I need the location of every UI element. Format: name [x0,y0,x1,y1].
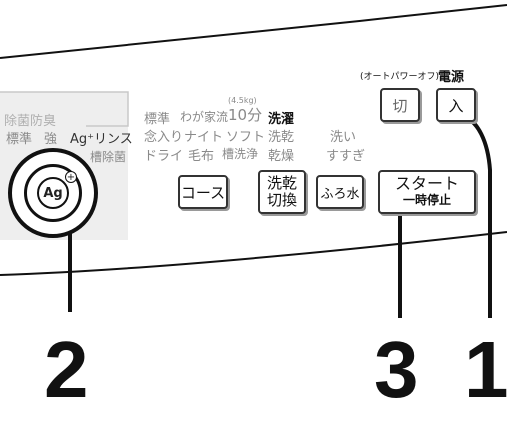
pause-label: 一時停止 [402,193,451,207]
power-label: 電源 [438,70,465,85]
course-blanket: 毛布 [188,149,215,164]
callout-2: 2 [44,325,89,414]
power-on-button[interactable]: 入 [436,88,476,122]
course-thorough: 念入り [144,130,184,145]
option-rinse: すすぎ [326,149,366,164]
course-10min: 10分 [228,106,263,124]
bath-water-label: ふろ水 [320,186,360,202]
panel-bottom-edge [0,231,507,276]
course-night: ナイト [184,130,224,145]
course-tub-clean: 槽洗浄 [222,147,259,161]
leader-line-1 [461,114,492,318]
course-soft: ソフト [226,130,266,145]
left-panel-tab [0,91,129,127]
start-pause-button[interactable]: スタート 一時停止 [378,170,476,214]
callout-1: 1 [464,325,507,414]
ag-button[interactable]: Ag + [8,148,98,238]
ag-rinse-label: Ag⁺リンス [70,132,133,147]
course-my-style: わが家流 [180,110,229,124]
plus-icon: + [65,171,77,183]
ag-icon: Ag [37,177,69,209]
wash-dry-switch-button[interactable]: 洗乾 切換 [258,170,306,214]
auto-power-off-label: (オートパワーオフ) [360,72,440,82]
option-wash: 洗い [330,130,357,145]
power-on-label: 入 [448,96,464,115]
wash-dry-switch-line2: 切換 [266,191,297,209]
mode-wash: 洗濯 [268,112,295,127]
mode-wash-dry: 洗乾 [268,130,295,145]
tub-sterilize-label: 槽除菌 [90,150,127,164]
ag-icon-label: Ag [43,185,63,201]
mode-dry: 乾燥 [268,149,295,164]
bath-water-button[interactable]: ふろ水 [316,175,364,209]
start-label: スタート [394,174,459,193]
ag-button-inner: Ag + [24,164,82,222]
panel-top-edge [0,4,507,59]
course-button[interactable]: コース [178,175,228,209]
wash-dry-switch-line1: 洗乾 [266,174,297,192]
strong-label: 強 [44,132,58,147]
course-standard: 標準 [144,112,171,127]
standard-label: 標準 [6,132,33,147]
stain-guard-label: 除菌防臭 [4,114,57,129]
course-dry-clean: ドライ [144,149,184,164]
callout-3: 3 [374,325,419,414]
course-button-label: コース [180,183,226,202]
power-off-label: 切 [392,96,408,115]
course-load-note: (4.5kg) [228,96,257,105]
power-off-button[interactable]: 切 [380,88,420,122]
